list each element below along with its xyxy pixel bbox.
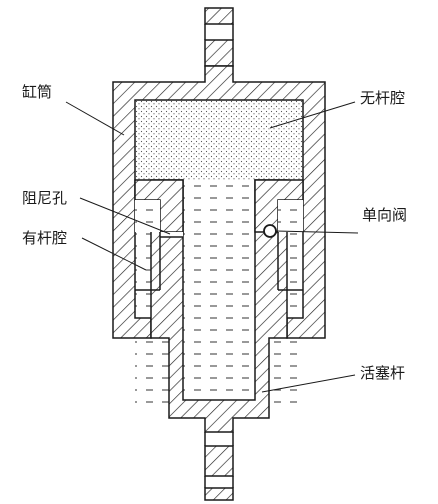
leader-piston-rod (261, 374, 356, 393)
leader-cylinder (65, 101, 125, 136)
bottom-mounting-lug (204, 432, 234, 501)
piston-right (254, 179, 304, 291)
top-mounting-lug (204, 7, 234, 67)
piston-left (134, 179, 184, 291)
leader-rodless-chamber (269, 101, 356, 129)
label-rod-chamber: 有杆腔 (22, 229, 67, 247)
rodless-chamber-fluid (135, 100, 303, 180)
check-valve-ball (263, 224, 277, 238)
label-piston-rod: 活塞杆 (360, 364, 405, 382)
label-cylinder: 缸筒 (22, 83, 52, 101)
label-check-valve: 单向阀 (362, 206, 407, 224)
leader-lines (65, 101, 359, 393)
label-damping-orifice: 阻尼孔 (22, 189, 67, 207)
leader-rod-chamber (81, 237, 147, 271)
leader-check-valve (275, 230, 359, 234)
label-rodless-chamber: 无杆腔 (360, 89, 405, 107)
leader-damping-orifice (79, 197, 171, 235)
